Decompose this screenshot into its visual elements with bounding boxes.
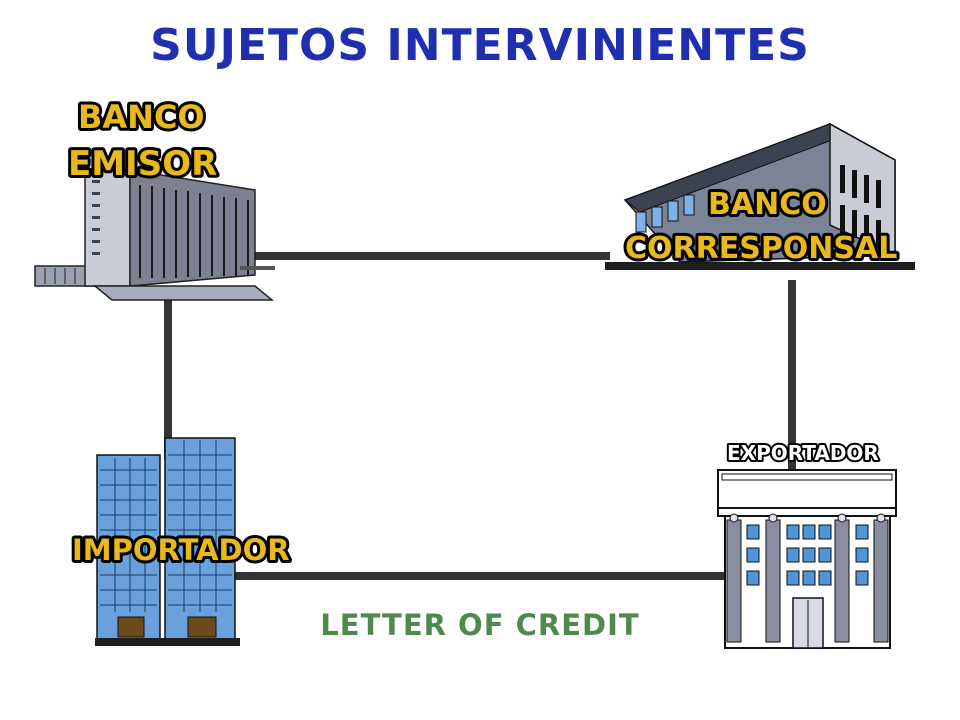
- columned-building-icon: [717, 469, 897, 649]
- letter-of-credit-caption: LETTER OF CREDIT: [320, 608, 640, 642]
- banco-corresponsal-line1: BANCO: [708, 187, 827, 222]
- exportador-label: EXPORTADOR: [727, 441, 879, 465]
- importador-label: IMPORTADOR: [72, 533, 290, 567]
- diagram-title: SUJETOS INTERVINIENTES: [150, 20, 810, 71]
- bank-building-icon: [605, 122, 915, 270]
- banco-emisor-line2: EMISOR: [68, 144, 217, 184]
- connector-lines: [164, 252, 796, 580]
- office-tower-icon: [34, 169, 275, 301]
- banco-emisor-line1: BANCO: [78, 98, 205, 136]
- twin-towers-icon: [95, 437, 240, 646]
- banco-corresponsal-line2: CORRESPONSAL: [625, 231, 897, 266]
